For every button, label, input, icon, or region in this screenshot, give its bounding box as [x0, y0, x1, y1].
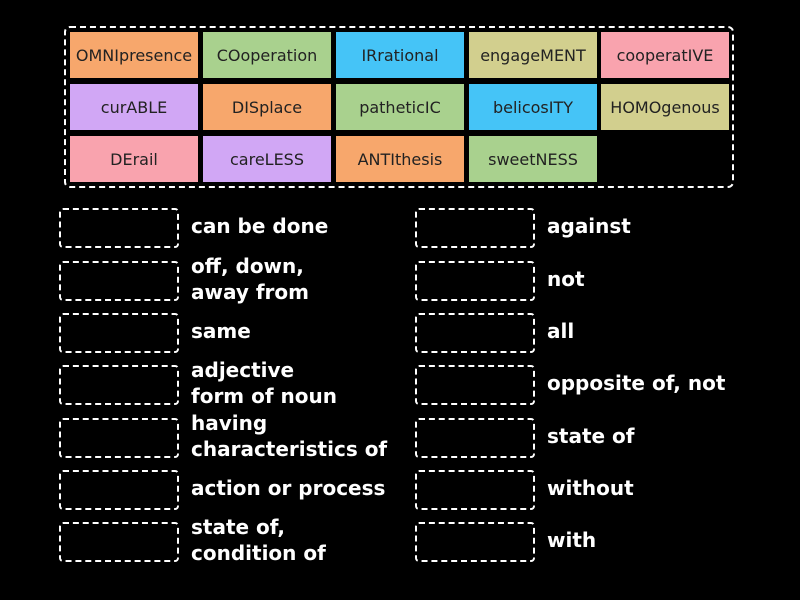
word-tile[interactable]: HOMOgenous [601, 84, 729, 130]
right-definition-label: opposite of, not [547, 371, 726, 395]
left-answer-slot[interactable] [59, 313, 179, 353]
right-definition-label: all [547, 319, 575, 343]
left-answer-slot[interactable] [59, 208, 179, 248]
left-answer-slot[interactable] [59, 365, 179, 405]
left-answer-slot[interactable] [59, 261, 179, 301]
left-definition-label: adjective form of noun [191, 358, 337, 408]
word-tile[interactable]: cooperatIVE [601, 32, 729, 78]
right-definition-label: not [547, 267, 585, 291]
right-definition-label: against [547, 214, 631, 238]
left-answer-slot[interactable] [59, 522, 179, 562]
word-tile[interactable]: ANTIthesis [336, 136, 464, 182]
word-tile[interactable]: patheticIC [336, 84, 464, 130]
left-answer-slot[interactable] [59, 470, 179, 510]
right-answer-slot[interactable] [415, 208, 535, 248]
left-answer-slot[interactable] [59, 418, 179, 458]
left-definition-label: off, down, away from [191, 254, 309, 304]
left-definition-label: same [191, 319, 251, 343]
word-tile[interactable]: engageMENT [469, 32, 597, 78]
right-answer-slot[interactable] [415, 418, 535, 458]
word-tile[interactable]: IRrational [336, 32, 464, 78]
word-tile[interactable]: DErail [70, 136, 198, 182]
word-tile[interactable]: DISplace [203, 84, 331, 130]
word-tile[interactable]: COoperation [203, 32, 331, 78]
word-tile[interactable]: curABLE [70, 84, 198, 130]
right-answer-slot[interactable] [415, 261, 535, 301]
right-answer-slot[interactable] [415, 470, 535, 510]
left-definition-label: action or process [191, 476, 386, 500]
right-answer-slot[interactable] [415, 365, 535, 405]
left-definition-label: having characteristics of [191, 411, 388, 461]
left-definition-label: can be done [191, 214, 329, 238]
word-tile[interactable]: careLESS [203, 136, 331, 182]
word-tile[interactable]: OMNIpresence [70, 32, 198, 78]
word-bank [64, 26, 734, 188]
right-definition-label: without [547, 476, 634, 500]
left-definition-label: state of, condition of [191, 515, 326, 565]
right-definition-label: with [547, 528, 597, 552]
word-tile[interactable]: sweetNESS [469, 136, 597, 182]
right-answer-slot[interactable] [415, 313, 535, 353]
right-definition-label: state of [547, 424, 635, 448]
word-tile[interactable]: belicosITY [469, 84, 597, 130]
right-answer-slot[interactable] [415, 522, 535, 562]
